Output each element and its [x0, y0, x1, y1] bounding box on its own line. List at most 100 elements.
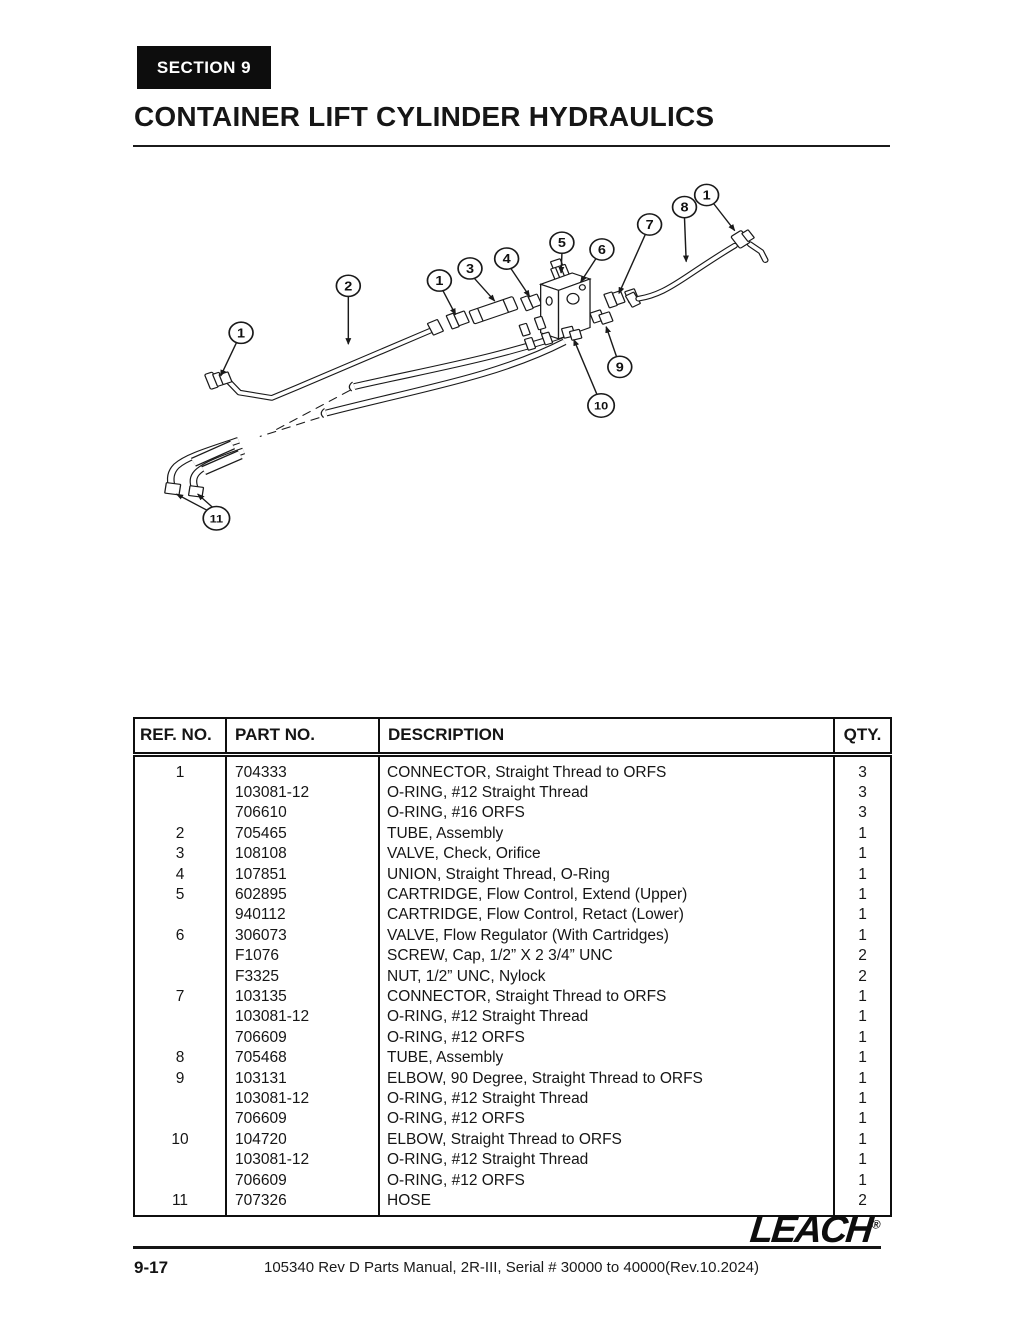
cell-qty: 1 [833, 1048, 892, 1069]
callout-2: 2 [335, 274, 362, 345]
cell-part: 107851 [225, 864, 380, 885]
page-title: CONTAINER LIFT CYLINDER HYDRAULICS [134, 101, 715, 132]
hose-end-assembly [164, 437, 246, 498]
cell-part: 104720 [225, 1129, 380, 1151]
cell-part: 706610 [225, 803, 380, 824]
cell-ref: 4 [133, 864, 227, 885]
cell-desc: VALVE, Flow Regulator (With Cartridges) [378, 925, 835, 947]
cell-part: 706609 [225, 1027, 380, 1049]
elbow-9 [589, 309, 614, 325]
cell-ref [133, 1027, 227, 1049]
svg-text:8: 8 [680, 200, 688, 214]
cell-desc: SCREW, Cap, 1/2” X 2 3/4” UNC [378, 946, 835, 967]
elbow-fittings-under-valve [518, 309, 614, 351]
flow-regulator-valve-6 [538, 258, 592, 340]
cell-desc: O-RING, #12 Straight Thread [378, 1089, 835, 1110]
table-header-row: REF. NO. PART NO. DESCRIPTION QTY. [133, 717, 892, 757]
cell-qty: 1 [833, 1170, 892, 1192]
cell-desc: O-RING, #12 Straight Thread [378, 1007, 835, 1028]
parts-diagram: 1 2 1 3 4 5 6 7 8 1 [164, 183, 769, 531]
cell-part: F1076 [225, 946, 380, 967]
callout-1-right: 1 [693, 183, 736, 232]
svg-text:3: 3 [466, 262, 474, 276]
cell-part: 103081-12 [225, 1007, 380, 1028]
elbow-10 [561, 325, 583, 341]
callout-10: 10 [573, 338, 616, 418]
section-badge: SECTION 9 [137, 46, 271, 89]
cell-part: 706609 [225, 1109, 380, 1130]
svg-text:1: 1 [703, 188, 711, 202]
cell-qty: 1 [833, 1027, 892, 1049]
svg-text:7: 7 [646, 218, 654, 232]
callout-1-mid: 1 [426, 269, 457, 316]
svg-text:1: 1 [237, 326, 245, 340]
cell-ref: 8 [133, 1048, 227, 1069]
cell-qty: 1 [833, 925, 892, 947]
cell-qty: 1 [833, 823, 892, 845]
cell-part: 707326 [225, 1191, 380, 1217]
cell-ref: 2 [133, 823, 227, 845]
cell-desc: VALVE, Check, Orifice [378, 844, 835, 865]
cell-part: 602895 [225, 884, 380, 906]
header-ref-no: REF. NO. [133, 717, 227, 757]
cell-qty: 1 [833, 1089, 892, 1110]
cell-qty: 2 [833, 946, 892, 967]
cell-ref [133, 1109, 227, 1130]
header-part-no: PART NO. [225, 717, 380, 757]
cell-qty: 3 [833, 782, 892, 804]
cell-desc: O-RING, #12 ORFS [378, 1109, 835, 1130]
cell-part: 103081-12 [225, 1089, 380, 1110]
cell-qty: 1 [833, 905, 892, 926]
cell-ref: 9 [133, 1068, 227, 1089]
cell-desc: TUBE, Assembly [378, 1048, 835, 1069]
cell-qty: 1 [833, 1068, 892, 1089]
callout-9: 9 [605, 326, 633, 379]
cell-qty: 1 [833, 1007, 892, 1028]
tube-assembly-8 [625, 229, 769, 308]
cell-part: 706609 [225, 1170, 380, 1192]
cell-desc: ELBOW, 90 Degree, Straight Thread to ORF… [378, 1068, 835, 1089]
cell-qty: 1 [833, 864, 892, 885]
cell-ref: 3 [133, 844, 227, 865]
cell-part: 108108 [225, 844, 380, 865]
cell-qty: 1 [833, 1150, 892, 1171]
cell-desc: HOSE [378, 1191, 835, 1217]
callout-3: 3 [457, 257, 496, 302]
cell-desc: O-RING, #16 ORFS [378, 803, 835, 824]
cell-desc: O-RING, #12 Straight Thread [378, 782, 835, 804]
cell-desc: O-RING, #12 ORFS [378, 1170, 835, 1192]
registered-mark: ® [871, 1217, 882, 1232]
svg-text:9: 9 [616, 360, 624, 374]
cell-ref [133, 782, 227, 804]
union-fitting-4 [520, 293, 543, 312]
cell-part: 103081-12 [225, 782, 380, 804]
cell-desc: CONNECTOR, Straight Thread to ORFS [378, 754, 835, 783]
cell-qty: 1 [833, 884, 892, 906]
cell-desc: O-RING, #12 ORFS [378, 1027, 835, 1049]
svg-text:1: 1 [435, 274, 443, 288]
cell-desc: CARTRIDGE, Flow Control, Retact (Lower) [378, 905, 835, 926]
cell-ref: 1 [133, 754, 227, 783]
connector-fitting-right [730, 229, 755, 249]
check-valve-3 [468, 296, 519, 325]
tube-assembly-2 [204, 319, 444, 401]
cell-qty: 2 [833, 966, 892, 987]
cell-part: 704333 [225, 754, 380, 783]
callout-5: 5 [549, 231, 575, 274]
